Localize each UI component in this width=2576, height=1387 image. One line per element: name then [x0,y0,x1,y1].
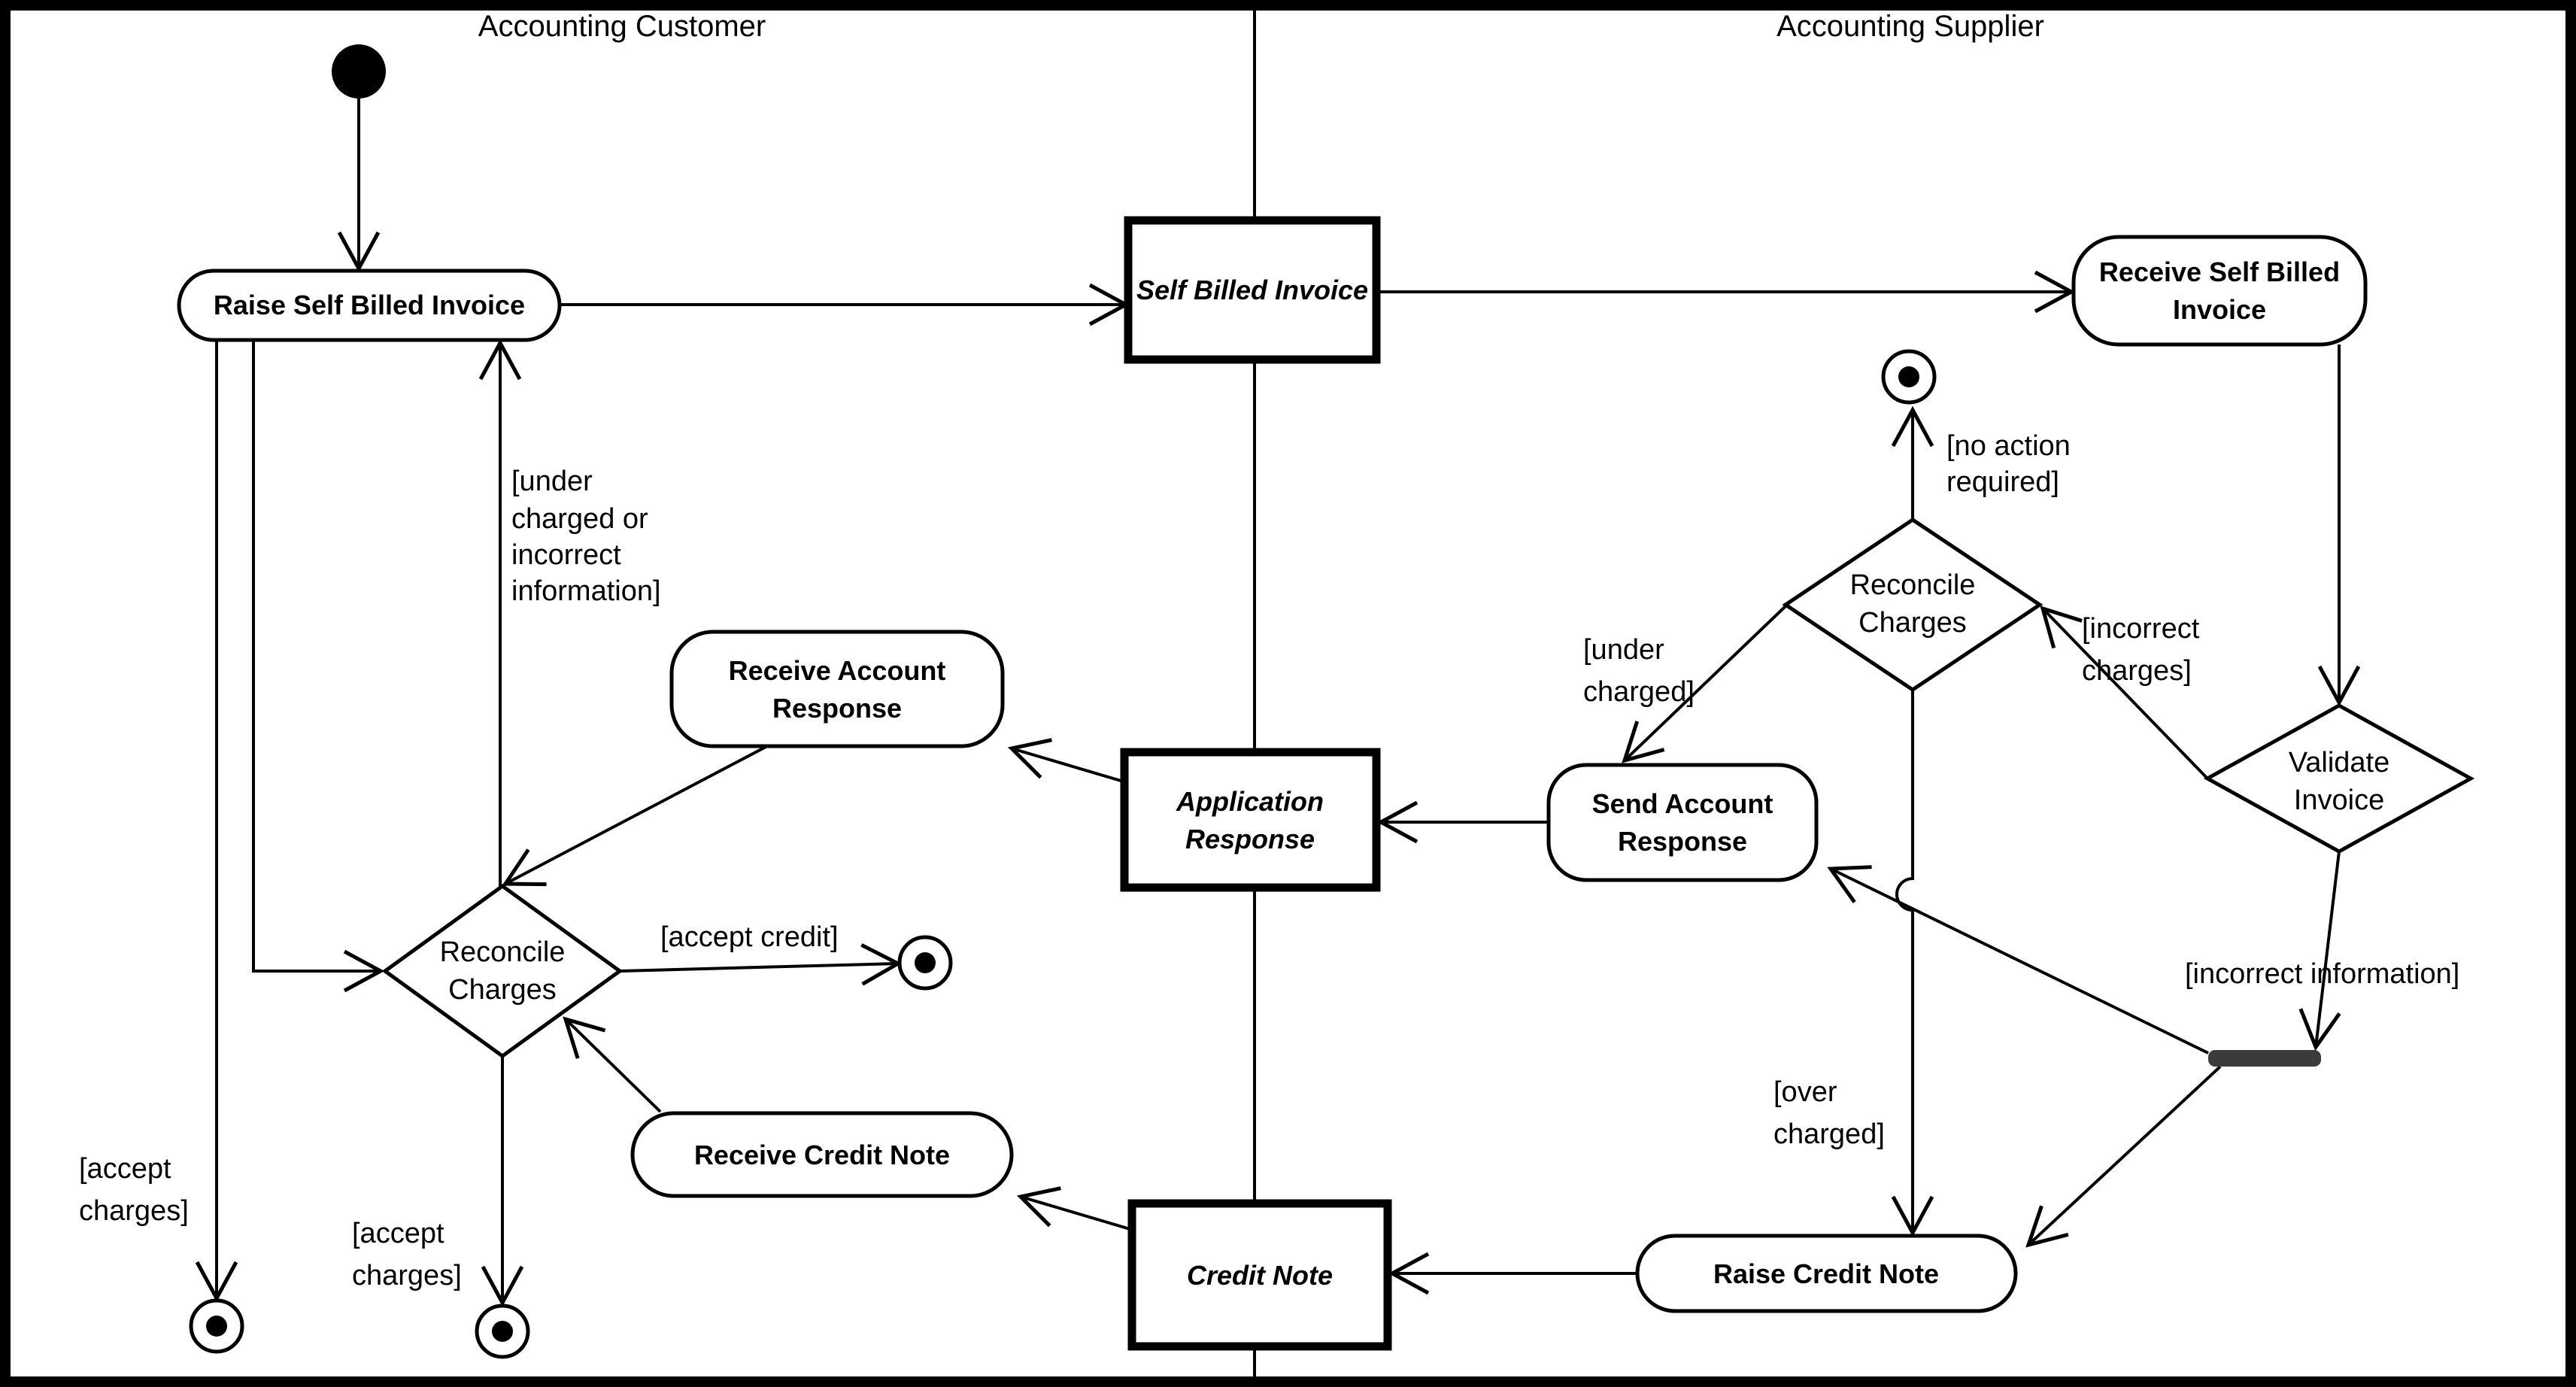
decision-reconcile-charges-supplier: Reconcile Charges [1782,517,2044,693]
edge-reconcile-supplier-to-send-account [1622,605,1787,763]
guard-under-charged: charged] [1583,676,1695,708]
guard-labels: [under charged or incorrect information]… [79,430,2459,1291]
guard-incorrect-charges: [incorrect [2082,613,2200,645]
guard-over-charged: charged] [1773,1118,1885,1150]
guard-under-charged-or: information] [511,575,661,607]
decision-label: Validate [2289,747,2390,778]
edge-validate-to-reconcile-supplier [2040,605,2209,780]
edge-reconcile-customer-to-final-accept-credit [619,943,903,986]
edge-reconcile-supplier-to-raise-credit-note [1891,690,1934,1237]
edge-raise-sbi-to-reconcile-customer [252,340,385,993]
activity-receive-self-billed-invoice: Receive Self Billed Invoice [2071,235,2368,347]
activity-receive-credit-note: Receive Credit Note [630,1111,1014,1198]
guard-under-charged-or: [under [511,466,593,497]
guard-accept-charges-left: [accept [79,1153,171,1185]
activity-label: Receive Account [729,655,946,686]
guard-incorrect-charges: charges] [2082,655,2192,687]
guard-under-charged: [under [1583,634,1664,666]
activity-label: Receive Credit Note [694,1140,950,1170]
decision-validate-invoice: Validate Invoice [2203,703,2475,854]
decision-label: Reconcile [1850,569,1976,601]
edge-credit-note-to-receive-credit-note [1016,1186,1136,1232]
edge-receive-account-to-reconcile-customer [502,745,768,887]
decision-label: Charges [448,974,557,1006]
decision-label: Charges [1858,607,1967,639]
object-label: Credit Note [1187,1260,1333,1291]
final-node-accept-charges-right [475,1304,530,1359]
activity-label: Response [772,693,902,724]
object-label: Self Billed Invoice [1136,275,1368,305]
object-application-response: Application Response [1120,748,1381,892]
activity-label: Response [1618,826,1747,857]
activity-label: Receive Self Billed [2099,256,2340,287]
edge-join-bar-to-raise-credit-note [2025,1065,2222,1248]
activity-send-account-response: Send Account Response [1546,763,1819,882]
object-label: Application [1176,786,1324,817]
activity-label: Invoice [2173,294,2266,325]
object-credit-note: Credit Note [1127,1199,1392,1351]
guard-accept-charges-right: [accept [352,1218,445,1249]
object-label: Response [1185,824,1315,854]
edge-join-bar-to-send-account [1827,865,2209,1055]
activity-raise-credit-note: Raise Credit Note [1635,1234,2018,1313]
swimlane-title-supplier: Accounting Supplier [1776,10,2044,43]
guard-over-charged: [over [1773,1076,1837,1108]
decision-reconcile-charges-customer: Reconcile Charges [381,883,624,1059]
activity-label: Send Account [1592,788,1773,819]
object-self-billed-invoice: Self Billed Invoice [1124,216,1381,364]
decision-label: Invoice [2294,785,2384,816]
activity-receive-account-response: Receive Account Response [669,630,1005,748]
edge-validate-to-join-bar [2298,851,2341,1052]
edge-receive-credit-note-to-reconcile-customer [563,1016,662,1113]
guard-no-action-required: [no action [1946,430,2071,462]
guard-accept-credit: [accept credit] [660,921,839,953]
decision-label: Reconcile [440,936,566,968]
swimlane-title-customer: Accounting Customer [478,10,766,43]
activity-raise-self-billed-invoice: Raise Self Billed Invoice [177,269,562,342]
final-node-accept-credit [897,935,953,991]
guard-under-charged-or: incorrect [511,539,621,571]
edge-app-response-to-receive-account [1007,738,1127,784]
activity-label: Raise Credit Note [1713,1258,1939,1289]
initial-node [332,44,386,99]
guard-incorrect-information: [incorrect information] [2185,958,2459,990]
activity-label: Raise Self Billed Invoice [214,290,525,320]
join-bar [2208,1050,2321,1067]
final-node-no-action [1881,349,1937,405]
guard-under-charged-or: charged or [511,503,648,535]
guard-accept-charges-right: charges] [352,1260,462,1291]
final-node-accept-charges-left [189,1298,244,1354]
edges [195,99,2361,1307]
guard-no-action-required: required] [1946,466,2059,498]
guard-accept-charges-left: charges] [79,1195,189,1227]
